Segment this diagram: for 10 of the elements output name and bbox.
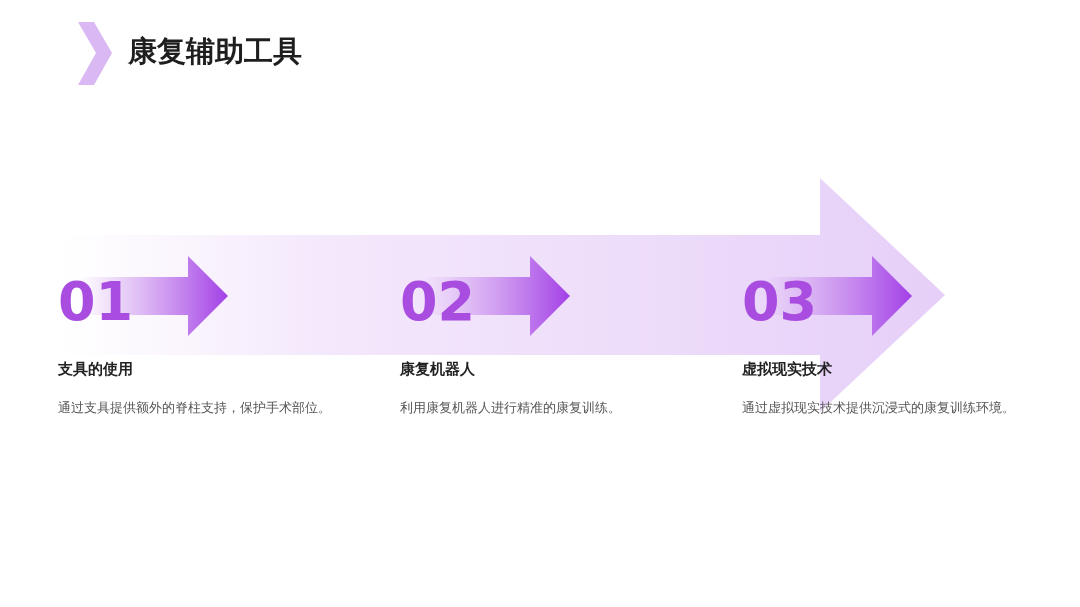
title: 康复辅助工具 [128, 33, 302, 70]
step-description: 利用康复机器人进行精准的康复训练。 [400, 399, 622, 417]
step-description: 通过虚拟现实技术提供沉浸式的康复训练环境。 [742, 399, 1016, 417]
step-number: 01 [58, 269, 134, 335]
step-number: 02 [400, 269, 476, 335]
step-heading: 虚拟现实技术 [742, 360, 832, 379]
step-heading: 支具的使用 [58, 360, 133, 379]
step-number: 03 [742, 269, 818, 335]
step-description: 通过支具提供额外的脊柱支持，保护手术部位。 [58, 399, 332, 417]
step-heading: 康复机器人 [400, 360, 475, 379]
